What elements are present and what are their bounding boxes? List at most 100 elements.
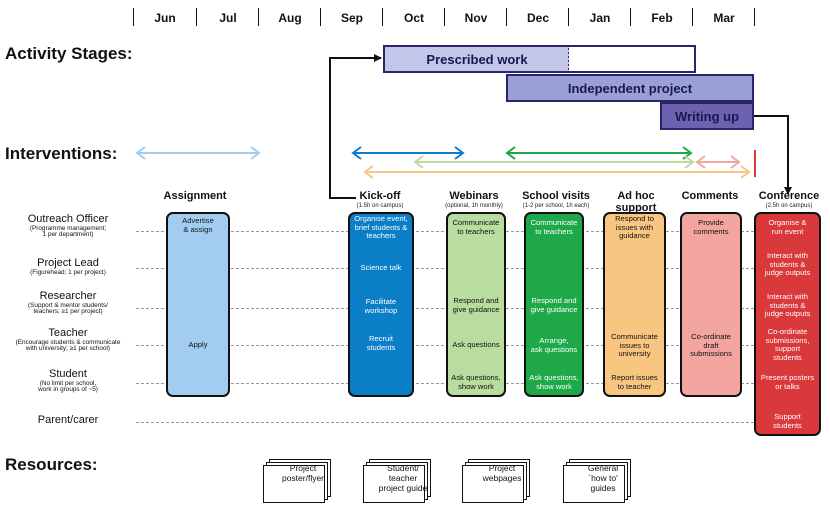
row-line-parent <box>136 422 754 423</box>
resource-document-howto: General `how to' guides <box>563 459 635 503</box>
webinars-researcher-cell: Respond and give guidance <box>452 296 500 314</box>
conference-outreach-cell: Organise & run event <box>768 218 807 236</box>
role-description: (Programme management; 1 per department) <box>29 224 107 239</box>
conference-title: Conference <box>758 190 820 202</box>
webinars-student-cell: Ask questions, show work <box>451 373 501 391</box>
month-divider <box>133 8 134 26</box>
month-dec: Dec <box>526 11 549 25</box>
month-divider <box>630 8 631 26</box>
comments-timing-arrow <box>695 155 741 169</box>
resource-label: Project poster/flyer <box>281 463 325 484</box>
conference-lead-cell: Interact with students & judge outputs <box>764 251 811 277</box>
month-jul: Jul <box>219 11 237 25</box>
month-divider <box>568 8 569 26</box>
month-divider <box>444 8 445 26</box>
stage-prescribed-label: Prescribed work <box>426 52 528 67</box>
comments-teacher-cell: Co-ordinate draft submissions <box>690 332 732 358</box>
resource-label: Student/ teacher project guide <box>378 463 428 494</box>
kickoff-outreach-cell: Organise event, brief students & teacher… <box>354 214 408 240</box>
stage-independent-label: Independent project <box>567 81 693 96</box>
visits-student-cell: Ask questions, show work <box>529 373 579 391</box>
comments-title: Comments <box>681 190 739 202</box>
role-researcher: Researcher (Support & mentor students/ t… <box>2 290 134 316</box>
webinars-teacher-cell: Ask questions <box>452 340 500 349</box>
month-divider <box>382 8 383 26</box>
month-divider <box>196 8 197 26</box>
visits-teacher-cell: Arrange, ask questions <box>530 336 578 354</box>
role-teacher: Teacher (Encourage students & communicat… <box>2 327 134 353</box>
kickoff-title: Kick-off <box>359 190 401 202</box>
comments-outreach-cell: Provide comments <box>693 218 729 236</box>
adhoc-timing-arrow <box>363 165 751 179</box>
month-divider <box>692 8 693 26</box>
webinars-column <box>446 212 506 397</box>
role-outreach-officer: Outreach Officer (Programme management; … <box>2 213 134 239</box>
role-name: Teacher <box>48 327 88 339</box>
row-line-lead <box>136 268 754 269</box>
month-oct: Oct <box>403 11 424 25</box>
month-sep: Sep <box>340 11 363 25</box>
kickoff-timing-arrow <box>351 146 465 160</box>
resource-document-guide: Student/ teacher project guide <box>363 459 435 503</box>
kickoff-lead-cell: Science talk <box>360 263 402 272</box>
conference-student-cell: Present posters or talks <box>760 373 815 391</box>
resource-document-webpages: Project webpages <box>462 459 534 503</box>
adhoc-outreach-cell: Respond to issues with guidance <box>615 214 654 240</box>
conference-researcher-cell: Interact with students & judge outputs <box>764 292 811 318</box>
kickoff-teacher-cell: Recruit students <box>366 334 396 352</box>
row-line-teacher <box>136 345 754 346</box>
stage-writing-up: Writing up <box>660 102 754 130</box>
webinars-subtitle: (optional, 1h monthly) <box>445 203 503 209</box>
month-divider <box>754 8 755 26</box>
conference-column <box>754 212 821 436</box>
writing-to-conference-arrow <box>754 115 792 195</box>
assignment-outreach-cell: Advertise & assign <box>182 216 214 234</box>
conference-teacher-cell: Co-ordinate submissions, support student… <box>765 327 810 362</box>
conference-subtitle: (2.5h on campus) <box>765 203 813 209</box>
role-name: Parent/carer <box>37 414 99 426</box>
role-name: Outreach Officer <box>27 213 109 225</box>
kickoff-researcher-cell: Facilitate workshop <box>364 297 398 315</box>
month-divider <box>258 8 259 26</box>
month-jan: Jan <box>589 11 611 25</box>
visits-outreach-cell: Communicate to teachers <box>530 218 578 236</box>
role-description: (Figurehead; 1 per project) <box>30 268 106 276</box>
month-divider <box>506 8 507 26</box>
comments-column <box>680 212 742 397</box>
adhoc-column <box>603 212 666 397</box>
stage-prescribed-work: Prescribed work <box>383 45 696 73</box>
visits-researcher-cell: Respond and give guidance <box>530 296 578 314</box>
row-line-researcher <box>136 308 754 309</box>
webinars-timing-arrow <box>413 155 695 169</box>
assignment-column <box>166 212 230 397</box>
adhoc-student-cell: Report issues to teacher <box>611 373 658 391</box>
kickoff-subtitle: (1.5h on campus) <box>356 203 404 209</box>
visits-column <box>524 212 584 397</box>
role-name: Project Lead <box>37 257 99 269</box>
stage-writing-label: Writing up <box>674 109 740 124</box>
resource-label: Project webpages <box>482 463 522 484</box>
assignment-timing-arrow <box>135 146 261 160</box>
interventions-heading: Interventions: <box>5 144 118 163</box>
resource-label: General `how to' guides <box>587 463 619 494</box>
kickoff-column <box>348 212 414 397</box>
visits-subtitle: (1-2 per school, 1h each) <box>522 203 590 209</box>
resource-document-poster: Project poster/flyer <box>263 459 335 503</box>
role-parent-carer: Parent/carer <box>2 414 134 427</box>
role-name: Researcher <box>39 290 97 302</box>
month-jun: Jun <box>154 11 176 25</box>
assignment-title: Assignment <box>163 190 227 202</box>
month-aug: Aug <box>278 11 302 25</box>
role-student: Student (No limit per school, work in gr… <box>2 368 134 394</box>
month-divider <box>320 8 321 26</box>
row-line-outreach <box>136 231 754 232</box>
webinars-outreach-cell: Communicate to teachers <box>452 218 500 236</box>
role-project-lead: Project Lead (Figurehead; 1 per project) <box>2 257 134 276</box>
adhoc-title: Ad hoc support <box>615 190 657 214</box>
role-description: (No limit per school, work in groups of … <box>38 379 98 394</box>
month-nov: Nov <box>464 11 488 25</box>
assignment-teacher-cell: Apply <box>188 340 208 349</box>
row-line-student <box>136 383 754 384</box>
month-mar: Mar <box>713 11 735 25</box>
month-feb: Feb <box>651 11 673 25</box>
